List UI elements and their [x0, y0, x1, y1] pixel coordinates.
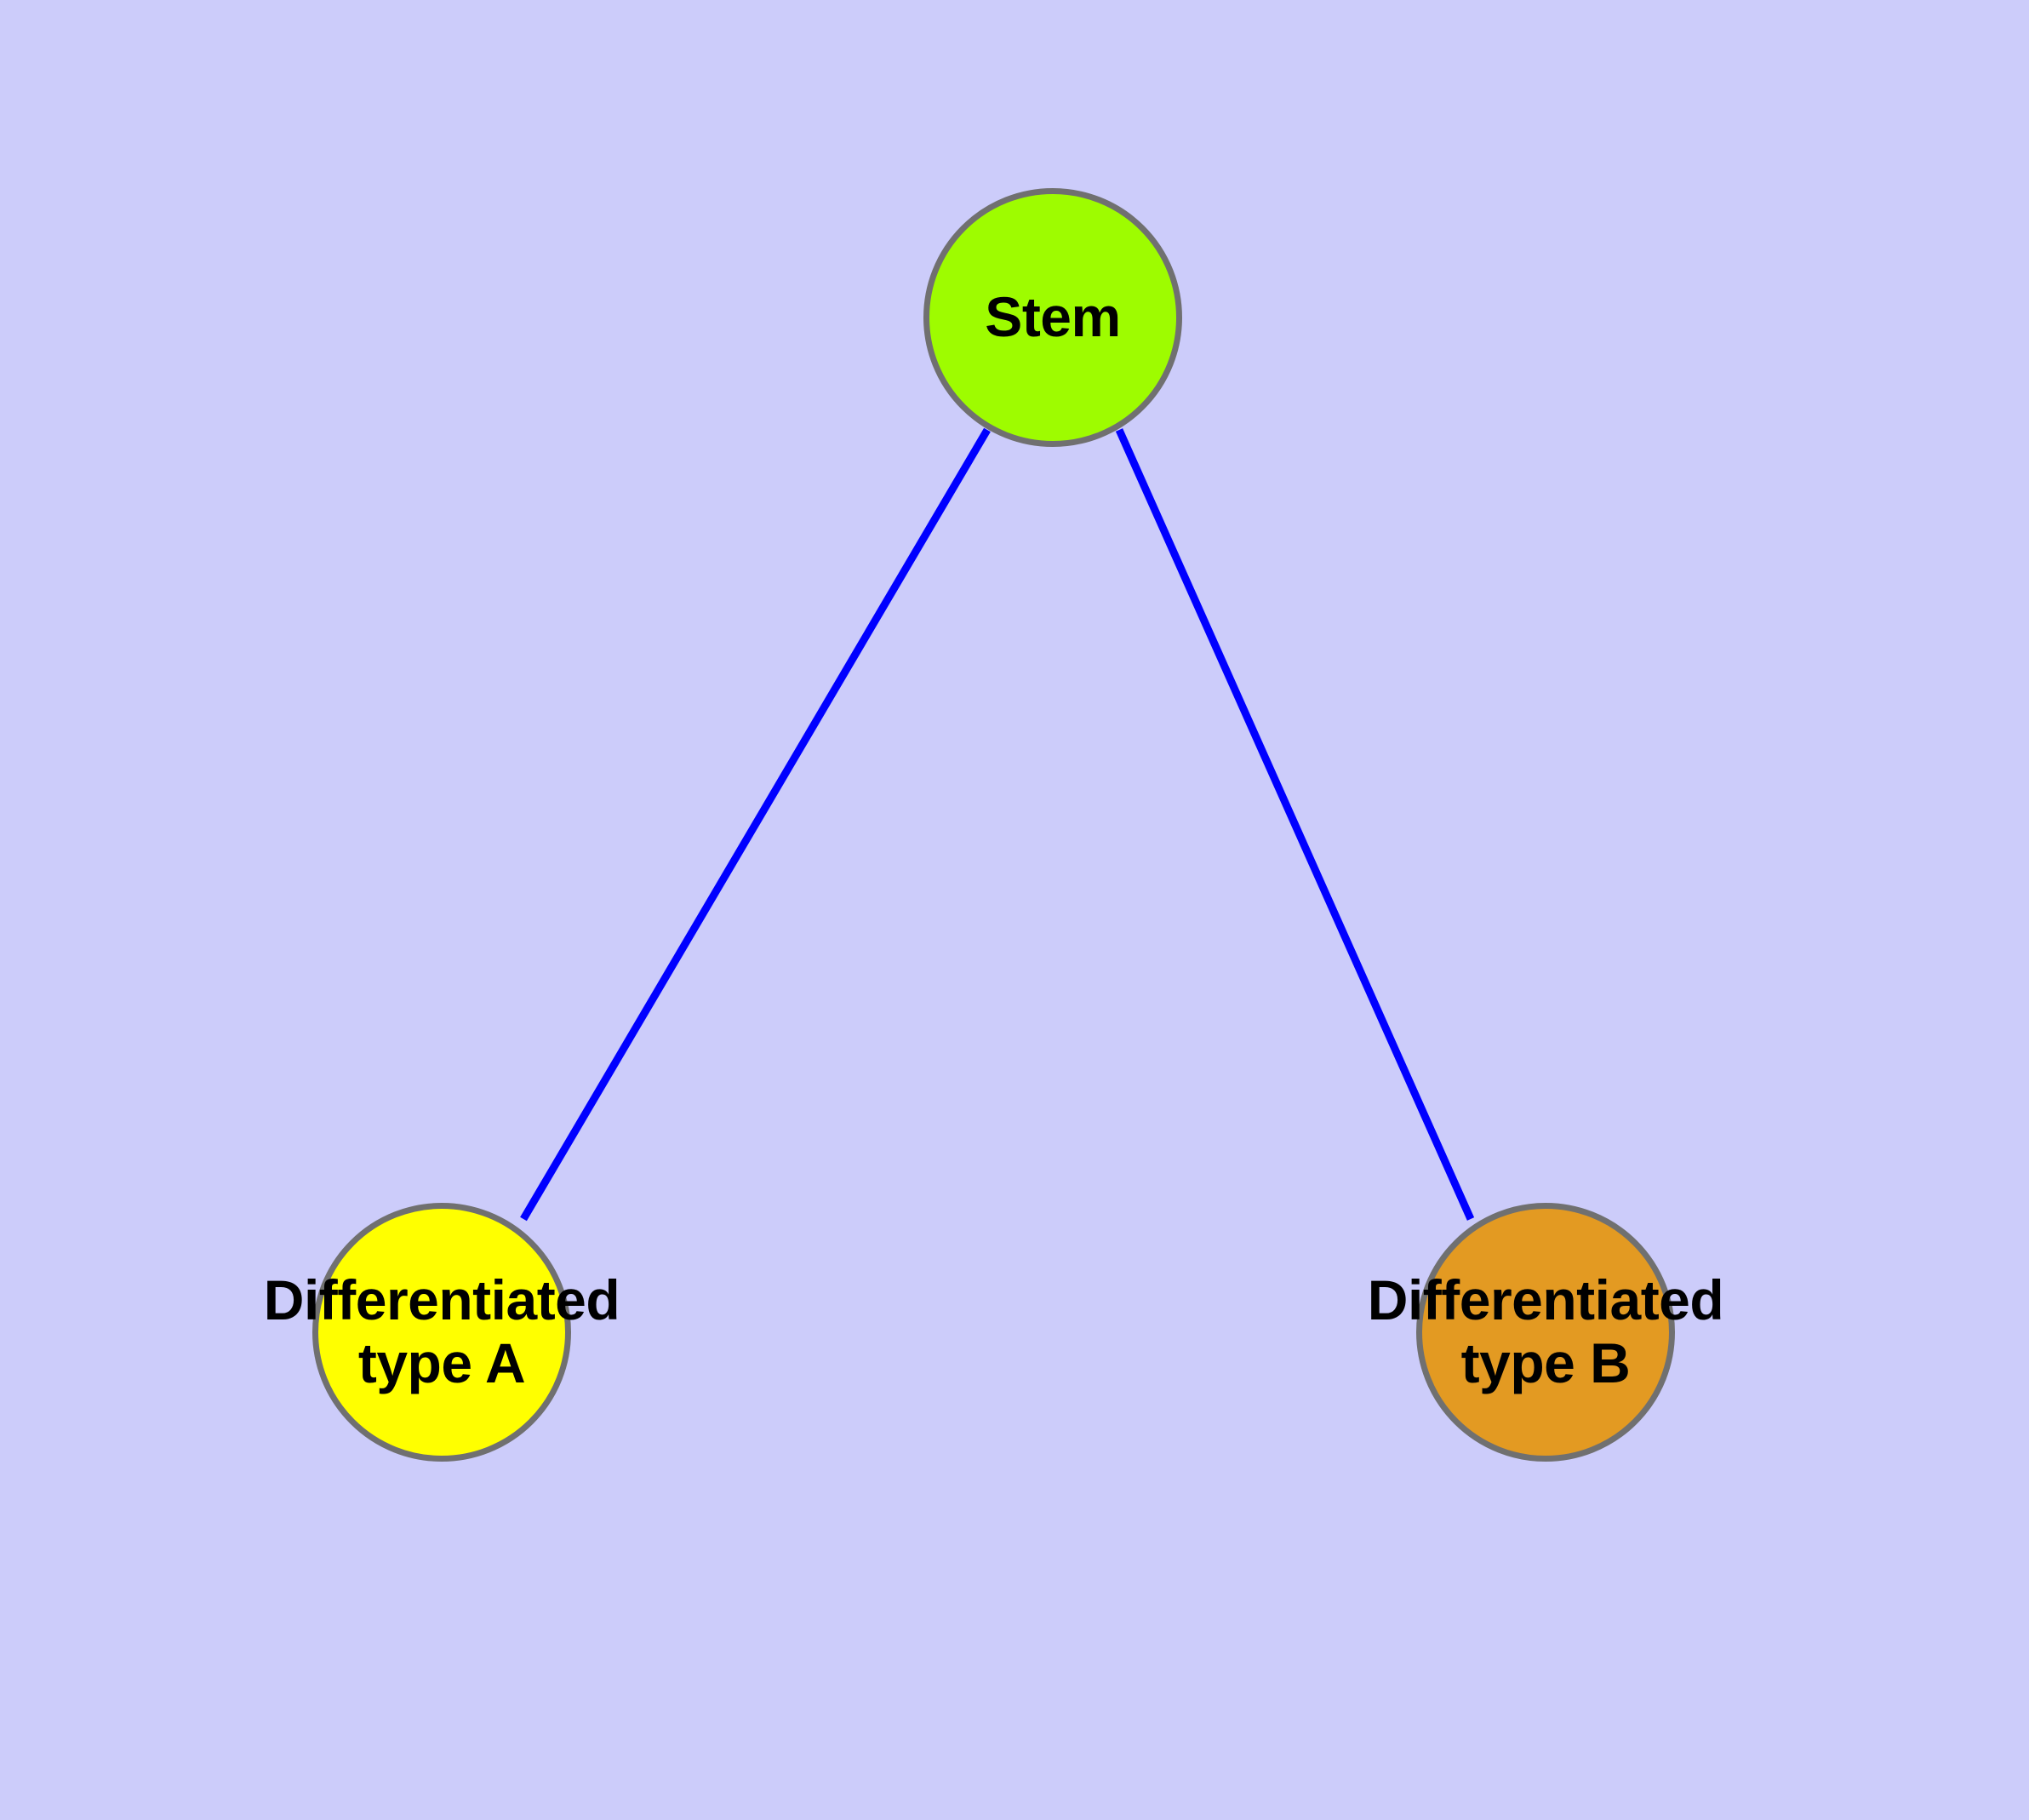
node-differentiated-type-b[interactable]: Differentiated type B	[1368, 1203, 1724, 1462]
node-stem-label: Stem	[985, 285, 1121, 349]
node-differentiated-type-a[interactable]: Differentiated type A	[264, 1203, 620, 1462]
edge-stem-to-differentiated-type-a	[520, 427, 991, 1222]
edge-stem-to-differentiated-type-b	[1115, 428, 1475, 1221]
node-stem[interactable]: Stem	[923, 188, 1182, 447]
